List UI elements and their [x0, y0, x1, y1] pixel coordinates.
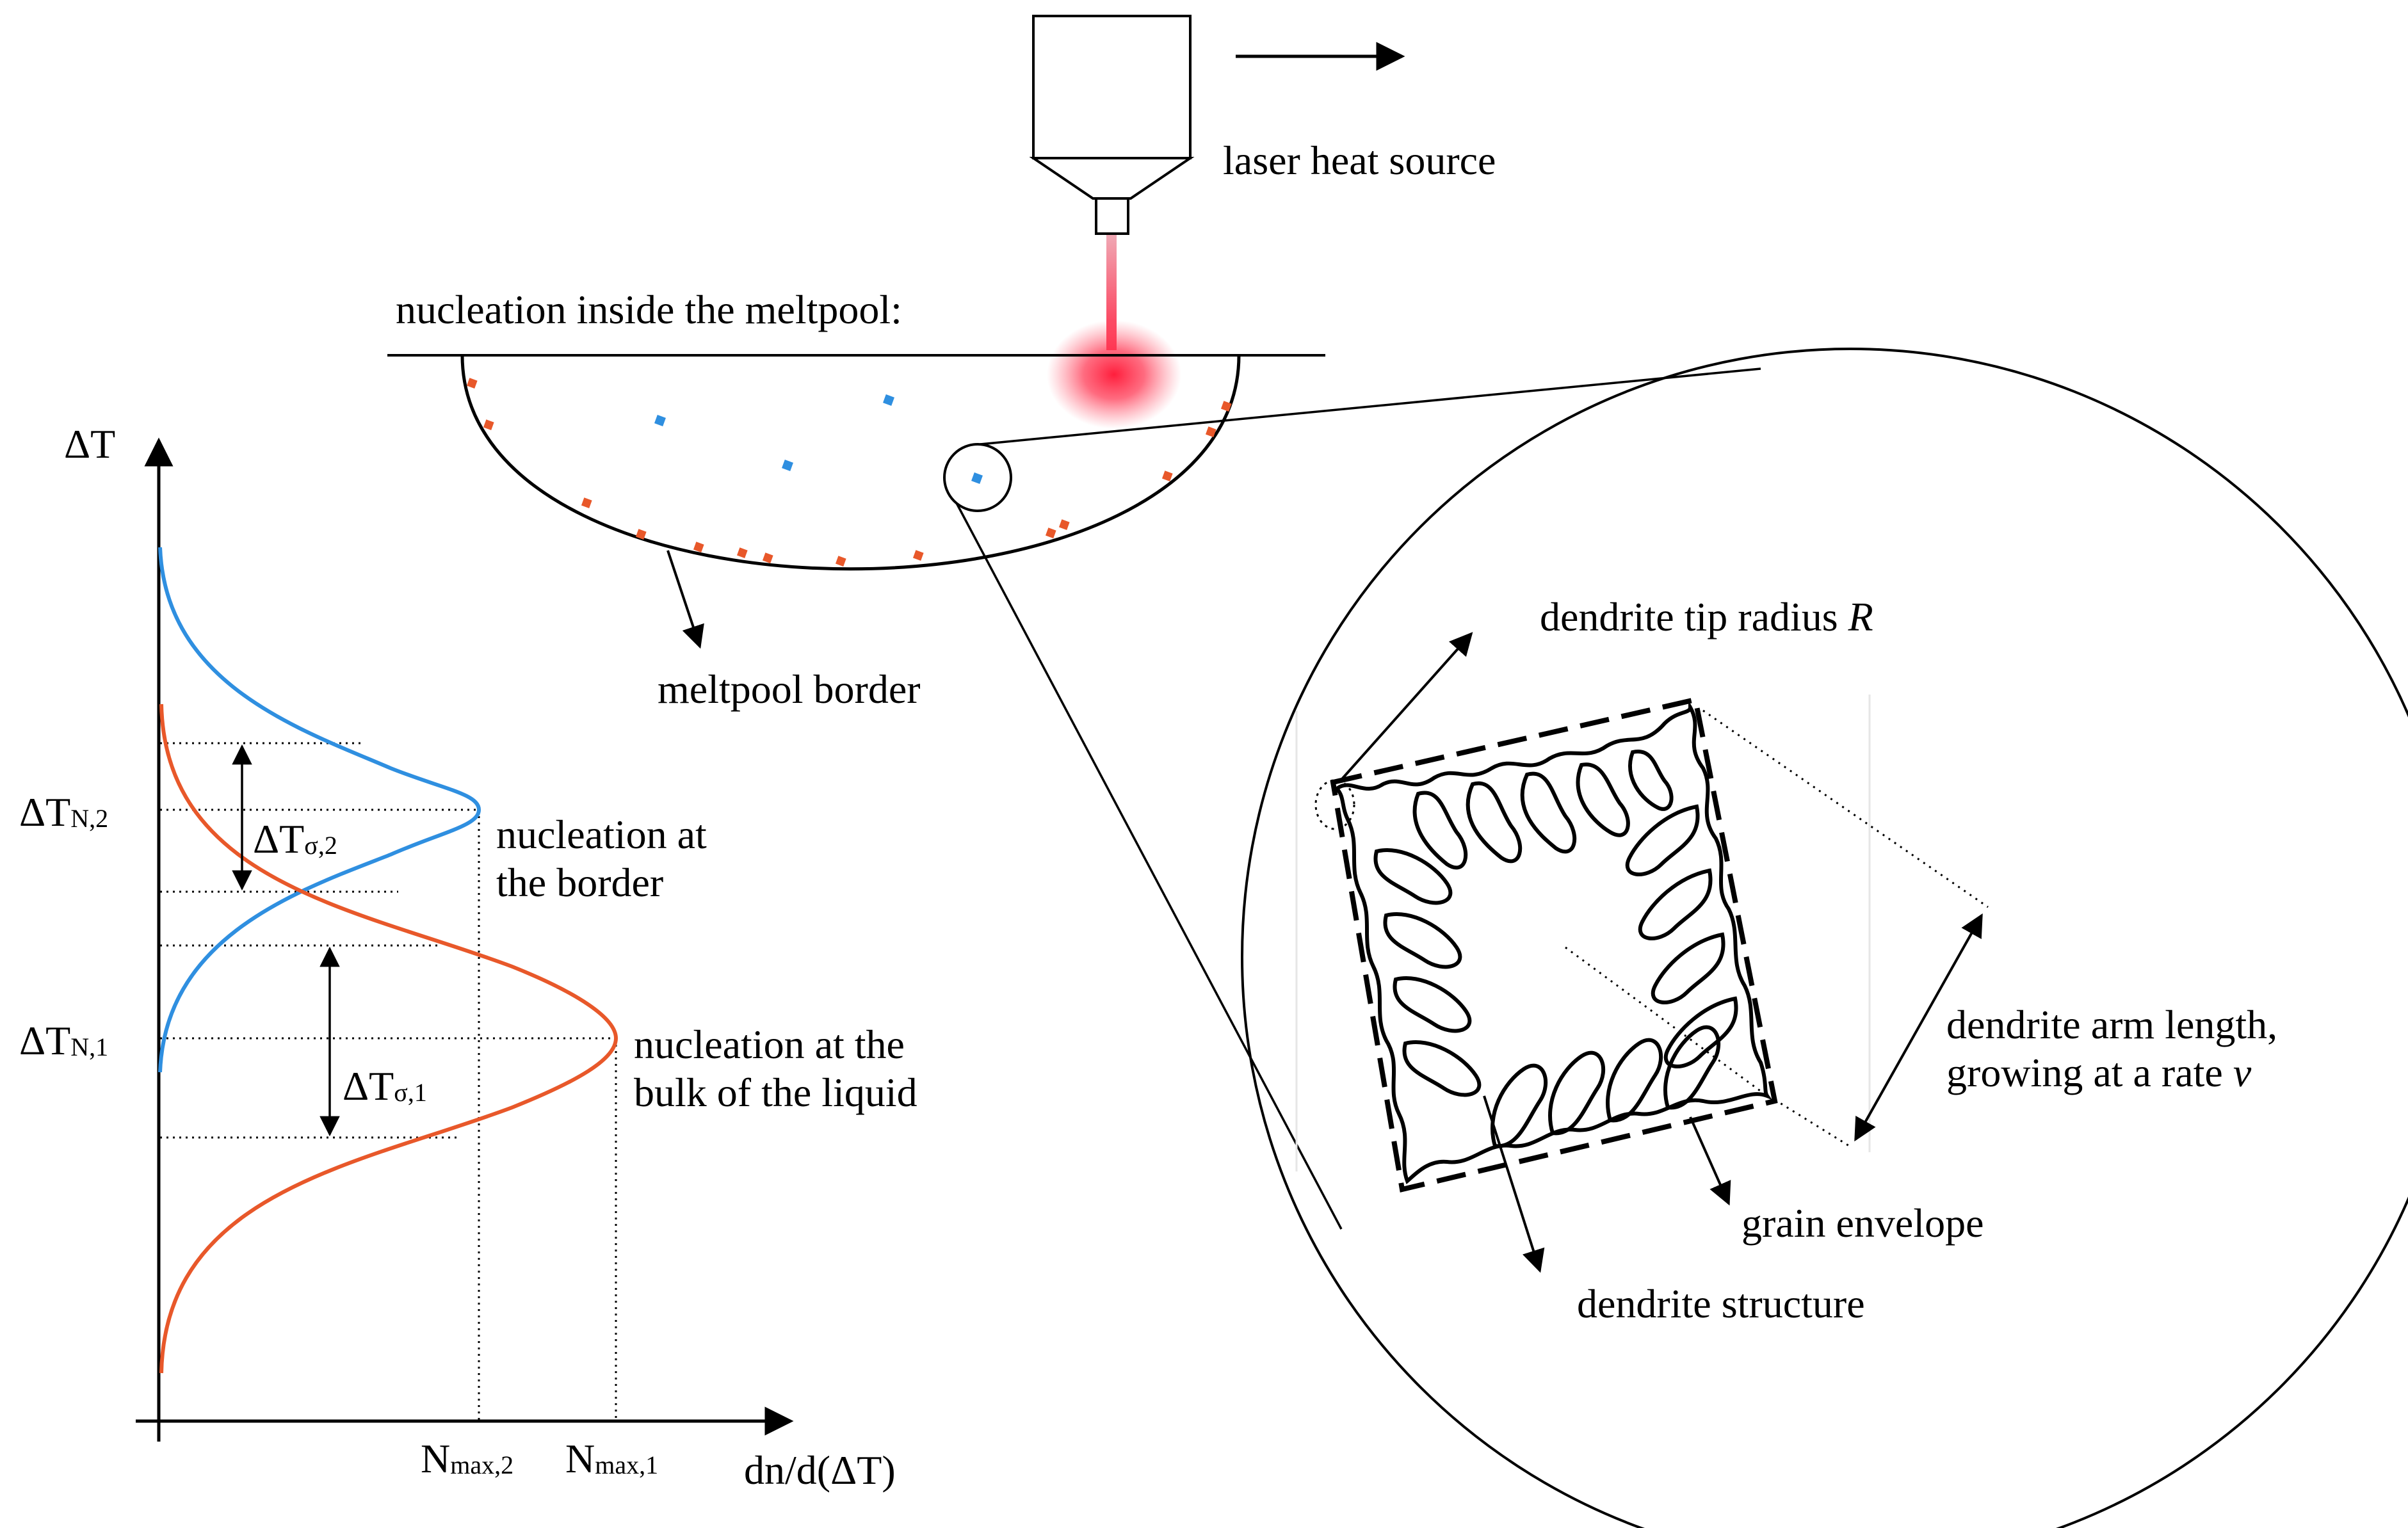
- arm-length-text: growing at a rate: [1946, 1050, 2233, 1095]
- border-nucleus: [1161, 470, 1173, 481]
- bulk-nucleus: [883, 394, 894, 406]
- tip-radius-label: dendrite tip radius R: [1540, 594, 1873, 639]
- border-distribution-curve: [158, 547, 481, 1073]
- border-nucleus: [762, 552, 773, 563]
- nmax1-label: Nmax,1: [565, 1436, 658, 1481]
- grain-envelope-label: grain envelope: [1741, 1200, 1984, 1246]
- reference-lines: [160, 742, 617, 1421]
- arm-rate-symbol: v: [2233, 1050, 2252, 1095]
- border-nucleus: [483, 419, 494, 430]
- border-nucleus: [835, 556, 846, 567]
- meltpool-heading: nucleation inside the meltpool:: [396, 287, 902, 332]
- tip-radius-text: dendrite tip radius: [1540, 594, 1848, 639]
- tip-radius-symbol: R: [1848, 594, 1873, 639]
- arm-length-arrow: [1854, 913, 1983, 1142]
- dendrite-structure-label: dendrite structure: [1577, 1281, 1865, 1326]
- sigma1-sub: σ,1: [394, 1078, 427, 1107]
- zoom-guide-lower: [955, 503, 1343, 1230]
- tip-radius-pointer: [1340, 632, 1473, 781]
- arm-length-dotted-upper: [1702, 709, 1989, 908]
- arm-length-dotted-lower: [1774, 1098, 1850, 1147]
- border-nucleus: [736, 547, 748, 558]
- dTN1-sub: N,1: [70, 1033, 108, 1061]
- sigma1-main: ΔT: [343, 1063, 394, 1109]
- sigma1-label: ΔTσ,1: [343, 1063, 427, 1109]
- border-nucleus: [1205, 426, 1216, 437]
- bulk-nucleus: [654, 415, 666, 426]
- zoom-circle: [1241, 348, 2408, 1528]
- dendrite-side-arms: [1373, 750, 1738, 1148]
- arm-length-line1: dendrite arm length,: [1946, 1002, 2277, 1047]
- laser-nozzle-cone: [1029, 157, 1195, 200]
- bulk-distribution-curve: [159, 704, 618, 1374]
- laser-body: [1032, 15, 1192, 159]
- dTN2-main: ΔT: [19, 789, 70, 835]
- nmax2-sub: max,2: [450, 1451, 513, 1479]
- arm-length-line2: growing at a rate v: [1946, 1050, 2252, 1095]
- y-axis-label: ΔT: [64, 421, 115, 467]
- bulk-nuclei: [654, 394, 983, 484]
- sigma2-main: ΔT: [253, 816, 304, 862]
- grain-envelope-pointer: [1689, 1116, 1731, 1206]
- border-nuclei: [466, 378, 1232, 567]
- border-nucleus: [635, 529, 647, 540]
- zoom-source-circle: [943, 443, 1012, 512]
- border-nucleus: [466, 378, 478, 389]
- dTN2-label: ΔTN,2: [19, 789, 108, 835]
- sigma2-sub: σ,2: [304, 831, 337, 860]
- border-nucleus: [1220, 401, 1232, 412]
- dendrite-outline: [1334, 700, 1773, 1185]
- nmax1-main: N: [565, 1436, 595, 1481]
- border-nucleation-line1: nucleation at: [496, 812, 707, 857]
- tip-highlight: [1314, 779, 1355, 830]
- dendrite-structure-pointer: [1483, 1095, 1545, 1273]
- dTN1-main: ΔT: [19, 1018, 70, 1063]
- nucleation-graph: ΔT dn/d(ΔT) ΔTN,2 ΔTN,1 ΔTσ,2 ΔTσ,1 Nmax…: [19, 421, 917, 1493]
- border-nucleation-line2: the border: [496, 860, 663, 905]
- dTN2-sub: N,2: [70, 804, 108, 833]
- border-nucleus: [912, 550, 924, 561]
- bulk-nucleus: [971, 472, 983, 484]
- sigma2-label: ΔTσ,2: [253, 816, 337, 862]
- nmax2-label: Nmax,2: [421, 1436, 513, 1481]
- zoom-guide-upper: [980, 367, 1761, 446]
- grain-envelope: [1330, 696, 1778, 1193]
- laser-heat-source: [1029, 15, 1195, 429]
- bulk-nucleus: [782, 460, 793, 471]
- dendrite-grain: [1314, 696, 1778, 1193]
- laser-spot-glow: [1047, 320, 1181, 429]
- x-axis-label: dn/d(ΔT): [744, 1447, 896, 1493]
- border-nucleus: [581, 497, 592, 508]
- nmax2-main: N: [421, 1436, 450, 1481]
- meltpool-border: [460, 355, 1241, 571]
- dTN1-label: ΔTN,1: [19, 1018, 108, 1063]
- bulk-nucleation-line2: bulk of the liquid: [634, 1070, 917, 1115]
- laser-label: laser heat source: [1223, 138, 1496, 183]
- nmax1-sub: max,1: [595, 1451, 658, 1479]
- border-nucleus: [1058, 519, 1070, 530]
- border-nucleus: [693, 542, 704, 552]
- border-nucleus: [1045, 527, 1056, 538]
- meltpool-border-pointer: [667, 550, 704, 649]
- bulk-nucleation-line1: nucleation at the: [634, 1022, 905, 1067]
- meltpool-border-label: meltpool border: [658, 666, 921, 712]
- laser-nozzle-tip: [1095, 197, 1129, 235]
